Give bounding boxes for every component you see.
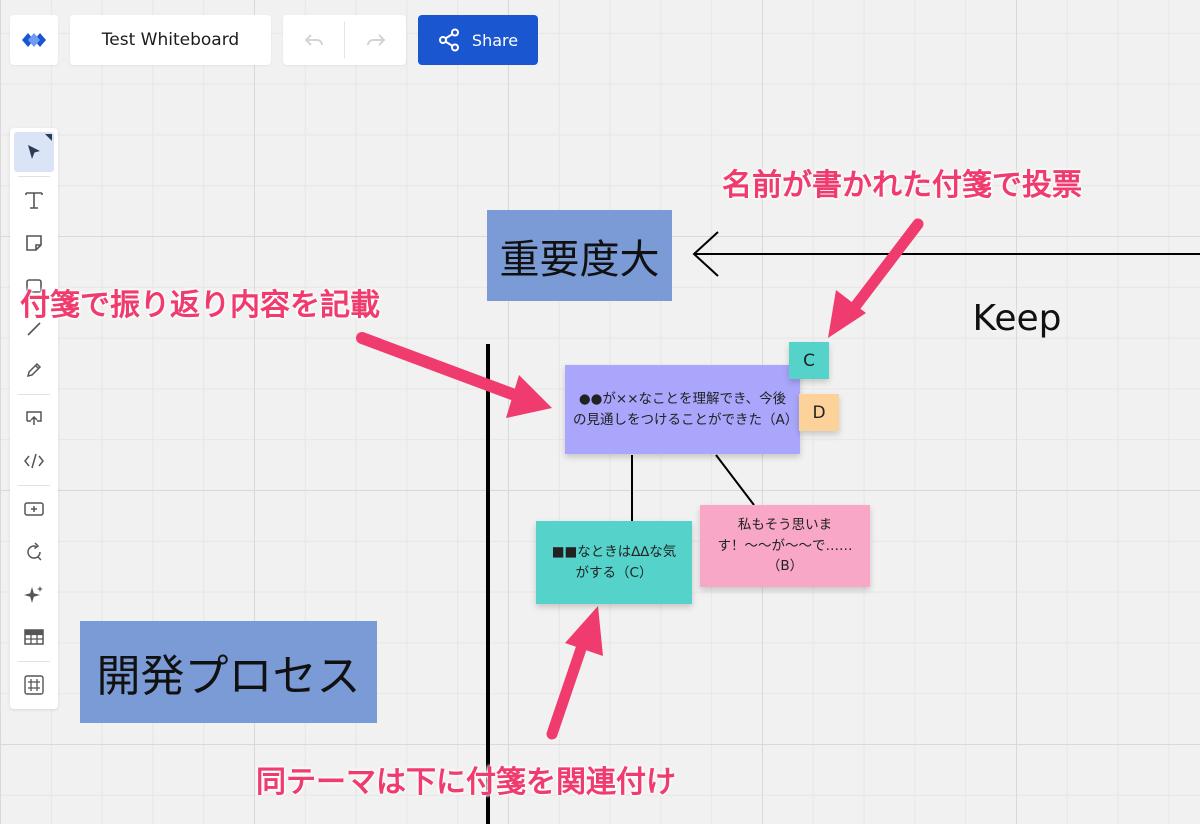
vote-sticky-c-text: C: [803, 350, 815, 371]
toolbar-divider: [18, 394, 50, 395]
sticky-note-icon: [24, 233, 44, 253]
toolbar-divider: [18, 485, 50, 486]
undo-button[interactable]: [283, 15, 344, 65]
undo-icon: [304, 32, 324, 48]
share-icon: [438, 28, 460, 52]
left-toolbar: [10, 128, 58, 709]
keep-label[interactable]: Keep: [955, 292, 1079, 344]
text-icon: [23, 189, 45, 211]
select-tool[interactable]: [14, 132, 54, 172]
annotation-arrow-record: [356, 332, 552, 418]
vote-sticky-c[interactable]: C: [789, 342, 829, 379]
line-icon: [24, 319, 44, 339]
upload-icon: [24, 408, 44, 428]
sticky-note-c-text: ■■なときは∆∆な気がする（C）: [551, 543, 677, 581]
undo-redo-group: [283, 15, 406, 65]
pen-tool[interactable]: [14, 350, 54, 390]
app-logo-icon: [19, 28, 49, 52]
importance-label[interactable]: 重要度大: [487, 210, 672, 301]
pencil-icon: [24, 360, 44, 380]
annotation-arrow-relate: [546, 606, 603, 740]
annotation-record-text: 付箋で振り返り内容を記載: [20, 288, 380, 323]
annotation-arrow-vote: [828, 218, 924, 338]
priority-axis-arrowhead: [692, 231, 719, 277]
redo-icon: [366, 32, 386, 48]
sticky-note-b-text: 私もそう思います！〜〜が〜〜で……（B）: [717, 516, 853, 575]
add-frame-tool[interactable]: [14, 489, 54, 529]
ai-tool[interactable]: [14, 575, 54, 615]
sparkle-icon: [23, 584, 45, 606]
shape-icon: [24, 276, 44, 296]
importance-label-text: 重要度大: [499, 236, 660, 283]
vote-sticky-d-text: D: [812, 402, 826, 423]
share-label: Share: [471, 30, 519, 50]
board-title-text: Test Whiteboard: [101, 30, 240, 50]
table-tool[interactable]: [14, 617, 54, 657]
annotation-vote-text: 名前が書かれた付箋で投票: [722, 168, 1082, 203]
embed-tool[interactable]: [14, 441, 54, 481]
annotation-vote: 名前が書かれた付箋で投票: [722, 160, 1082, 204]
upload-tool[interactable]: [14, 398, 54, 438]
code-icon: [23, 451, 45, 471]
loop-tool[interactable]: [14, 532, 54, 572]
redo-button[interactable]: [345, 15, 406, 65]
sticky-note-b[interactable]: 私もそう思います！〜〜が〜〜で……（B）: [700, 505, 870, 587]
grid-icon: [23, 674, 45, 696]
shape-tool[interactable]: [14, 266, 54, 306]
keep-label-text: Keep: [972, 297, 1062, 339]
loop-icon: [23, 541, 45, 563]
sticky-note-main-text: ●●が××なことを理解でき、今後の見通しをつけることができた（A）: [573, 390, 799, 428]
app-logo-button[interactable]: [10, 15, 58, 65]
undo-redo-divider: [344, 22, 345, 58]
grid-tool[interactable]: [14, 665, 54, 705]
process-label-text: 開発プロセス: [96, 651, 361, 702]
text-tool[interactable]: [14, 180, 54, 220]
sticky-note-main[interactable]: ●●が××なことを理解でき、今後の見通しをつけることができた（A）: [565, 365, 800, 454]
annotation-relate: 同テーマは下に付箋を関連付け: [256, 757, 676, 801]
cursor-icon: [24, 142, 44, 162]
process-label[interactable]: 開発プロセス: [80, 621, 377, 723]
sticky-note-c[interactable]: ■■なときは∆∆な気がする（C）: [536, 521, 692, 604]
table-icon: [23, 628, 45, 646]
vote-sticky-d[interactable]: D: [799, 394, 839, 431]
board-title[interactable]: Test Whiteboard: [70, 15, 271, 65]
share-button[interactable]: Share: [418, 15, 538, 65]
line-tool[interactable]: [14, 309, 54, 349]
toolbar-divider: [18, 661, 50, 662]
connector-main-to-b: [715, 454, 755, 506]
annotation-relate-text: 同テーマは下に付箋を関連付け: [256, 765, 676, 800]
toolbar-divider: [18, 176, 50, 177]
annotation-record: 付箋で振り返り内容を記載: [20, 280, 380, 324]
sticky-note-tool[interactable]: [14, 223, 54, 263]
add-frame-icon: [23, 499, 45, 519]
